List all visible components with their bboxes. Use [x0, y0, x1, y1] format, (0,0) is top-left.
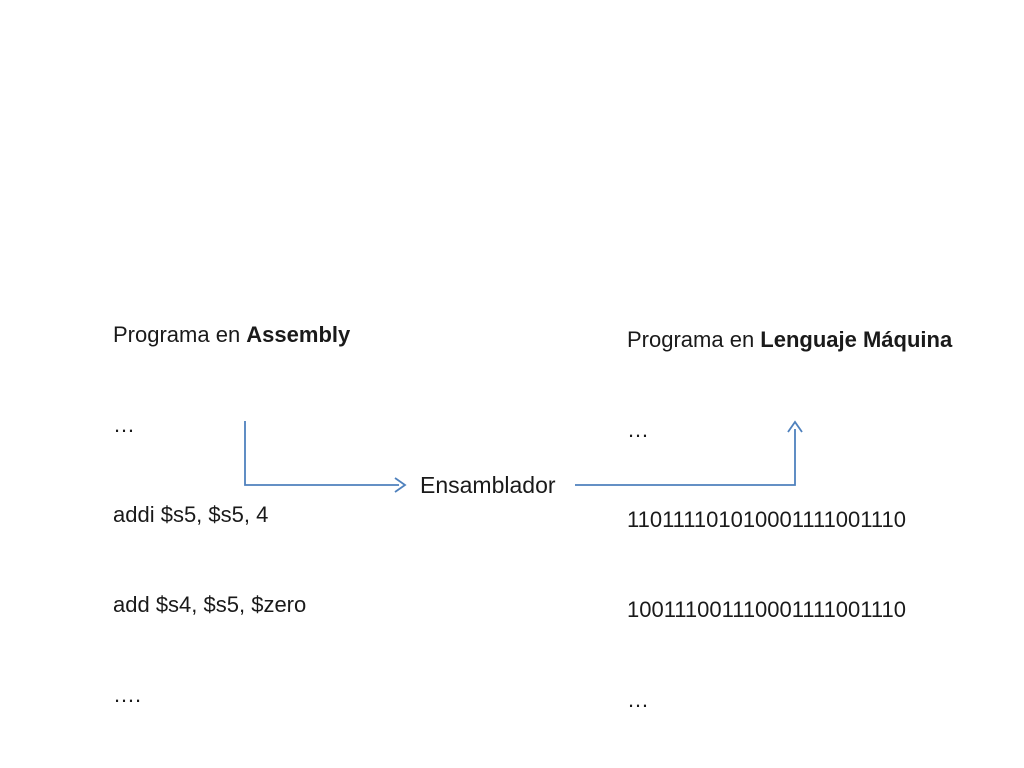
- assembly-program-title: Programa en Assembly: [113, 320, 350, 350]
- machine-code-line: 110111101010001111001110: [627, 507, 906, 532]
- machine-code-line: …: [627, 687, 649, 712]
- assembly-title-bold: Assembly: [246, 322, 351, 347]
- assembly-code-line: ….: [113, 682, 142, 707]
- machine-title-prefix: Programa en: [627, 327, 761, 352]
- assembler-label: Ensamblador: [420, 472, 556, 498]
- machine-code-line: 100111001110001111001110: [627, 597, 906, 622]
- assembly-code-line: add $s4, $s5, $zero: [113, 592, 307, 617]
- machine-program-title: Programa en Lenguaje Máquina: [627, 325, 952, 355]
- machine-code-line: …: [627, 417, 649, 442]
- machine-language-block: Programa en Lenguaje Máquina … 110111101…: [627, 265, 952, 745]
- assembly-code-line: …: [113, 412, 135, 437]
- assembly-code-line: addi $s5, $s5, 4: [113, 502, 269, 527]
- machine-title-bold: Lenguaje Máquina: [760, 327, 953, 352]
- assembly-program-block: Programa en Assembly … addi $s5, $s5, 4 …: [113, 260, 350, 740]
- right-arrowhead-icon: [394, 477, 407, 493]
- assembly-title-prefix: Programa en: [113, 322, 247, 347]
